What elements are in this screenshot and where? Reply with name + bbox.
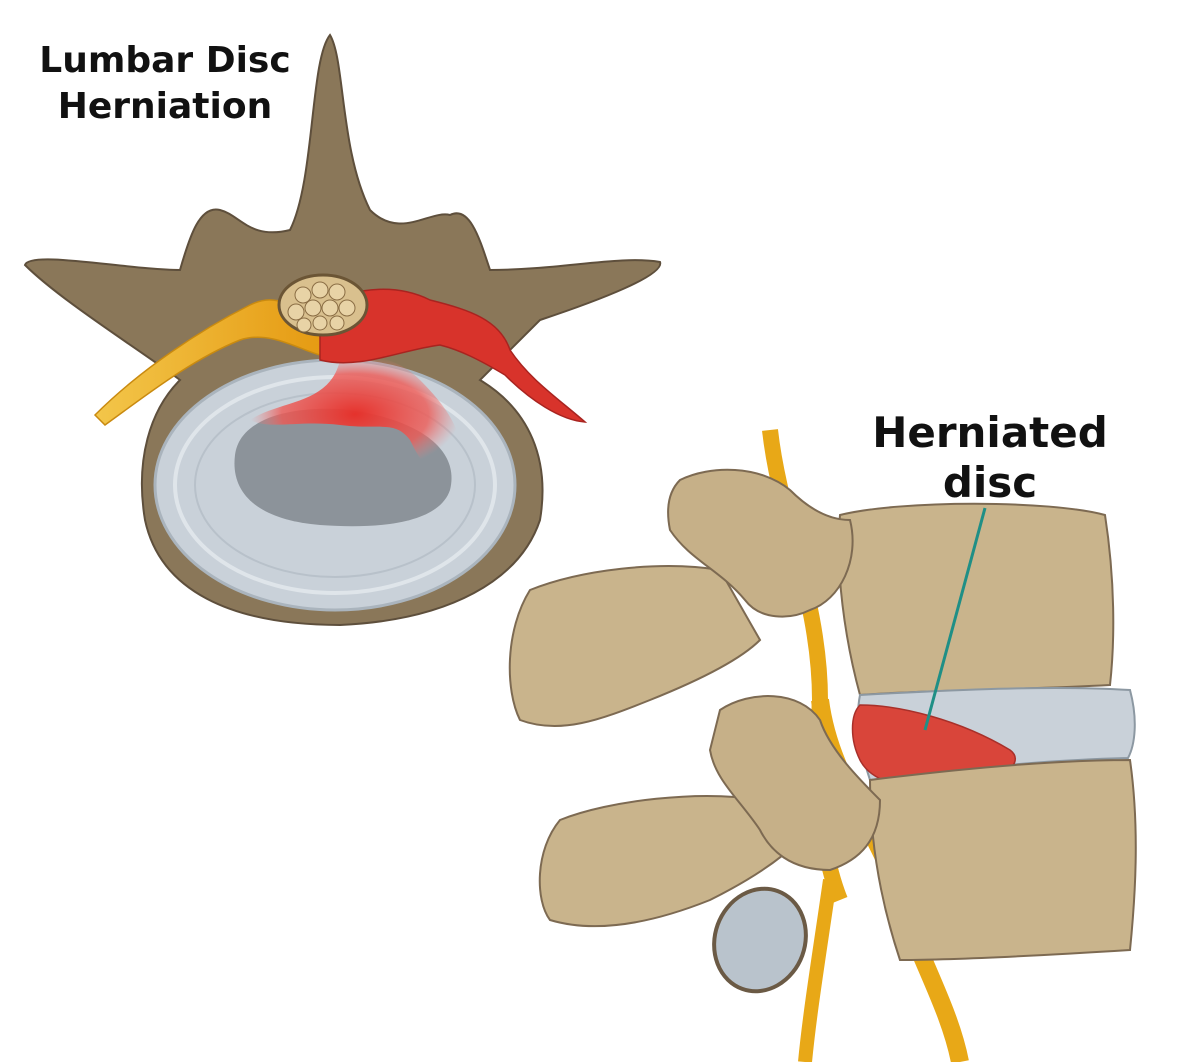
diagram-title: Lumbar Disc Herniation [30, 38, 300, 130]
herniated-disc-label: Herniated disc [860, 408, 1120, 508]
title-line-1: Lumbar Disc [39, 40, 291, 81]
callout-line-2: disc [942, 458, 1038, 507]
axial-vertebra-view [23, 33, 662, 627]
upper-transverse-process [508, 565, 762, 728]
upper-facet [667, 468, 854, 618]
disc-nucleus [234, 408, 452, 527]
lower-facet [708, 695, 882, 872]
herniation [250, 356, 461, 473]
callout-line-1: Herniated [872, 408, 1108, 457]
lower-disc-section [712, 886, 808, 994]
callout-leader-line [923, 507, 987, 731]
lower-transverse-process [538, 795, 802, 928]
nerve-root-right-compressed [319, 288, 588, 423]
upper-vertebral-body [837, 502, 1115, 697]
lateral-spine-view [508, 429, 1137, 1062]
title-line-2: Herniation [57, 86, 273, 127]
lower-vertebral-body [868, 758, 1137, 962]
